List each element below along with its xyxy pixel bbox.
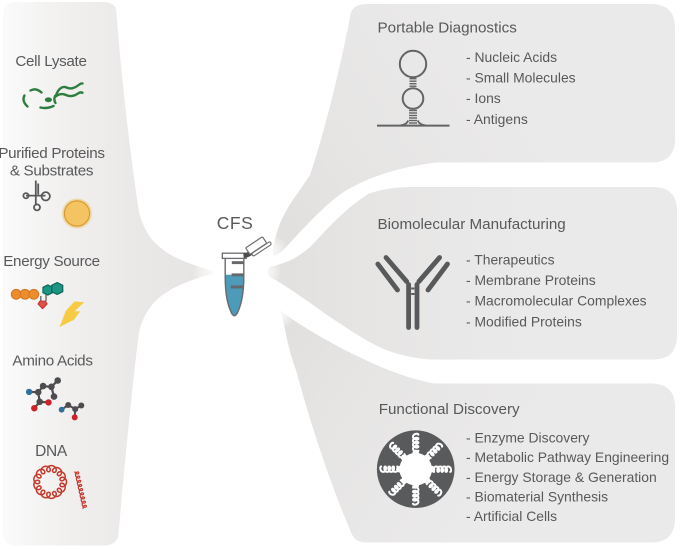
svg-text:- Biomaterial Synthesis: - Biomaterial Synthesis (466, 489, 608, 505)
svg-text:Purified Proteins: Purified Proteins (0, 145, 105, 162)
svg-text:Cell Lysate: Cell Lysate (15, 53, 86, 70)
svg-text:- Small Molecules: - Small Molecules (466, 70, 576, 86)
svg-text:- Macromolecular Complexes: - Macromolecular Complexes (466, 293, 647, 309)
svg-text:- Metabolic Pathway Engineerin: - Metabolic Pathway Engineering (466, 449, 669, 465)
svg-text:- Ions: - Ions (466, 90, 501, 106)
svg-text:- Energy Storage & Generation: - Energy Storage & Generation (466, 469, 657, 485)
svg-text:Energy Source: Energy Source (3, 253, 100, 270)
svg-text:- Therapeutics: - Therapeutics (466, 252, 555, 268)
svg-text:DNA: DNA (35, 443, 68, 460)
svg-text:Portable Diagnostics: Portable Diagnostics (378, 20, 518, 37)
svg-text:- Antigens: - Antigens (466, 111, 528, 127)
svg-text:- Artificial Cells: - Artificial Cells (466, 508, 557, 524)
svg-text:& Substrates: & Substrates (10, 163, 94, 180)
svg-text:Functional Discovery: Functional Discovery (379, 401, 520, 418)
svg-text:- Nucleic Acids: - Nucleic Acids (466, 49, 557, 65)
svg-text:Biomolecular Manufacturing: Biomolecular Manufacturing (378, 216, 566, 233)
svg-text:Amino Acids: Amino Acids (12, 353, 93, 370)
svg-text:- Membrane Proteins: - Membrane Proteins (466, 272, 596, 288)
svg-text:- Enzyme Discovery: - Enzyme Discovery (466, 430, 590, 446)
svg-text:- Modified Proteins: - Modified Proteins (466, 313, 582, 329)
svg-text:CFS: CFS (217, 213, 254, 233)
